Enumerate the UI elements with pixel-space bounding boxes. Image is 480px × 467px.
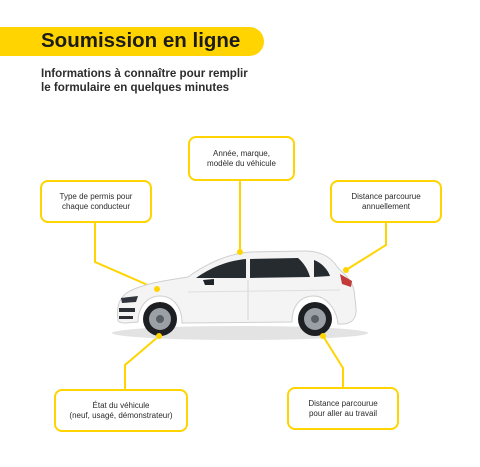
callout-vehicle-model: Année, marque, modèle du véhicule (188, 136, 295, 181)
connector-dots (154, 249, 349, 339)
callout-annual-distance: Distance parcourue annuellement (330, 180, 442, 223)
callout-license-type-line-1: Type de permis pour (59, 191, 133, 201)
subtitle-line-2: le formulaire en quelques minutes (41, 81, 230, 94)
title-banner (0, 27, 264, 56)
car-illustration (112, 250, 368, 340)
connector-annual (345, 221, 387, 271)
callout-work-distance-line-2: pour aller au travail (308, 408, 378, 418)
connector-condition (124, 335, 160, 391)
callout-license-type-line-2: chaque conducteur (61, 201, 131, 211)
subtitle-line-1: Informations à connaître pour remplir (41, 67, 248, 80)
callout-annual-distance-line-2: annuellement (361, 201, 411, 211)
callout-license-type: Type de permis pour chaque conducteur (40, 180, 152, 223)
connector-license (94, 221, 158, 290)
connector-lines (94, 179, 387, 391)
callout-vehicle-condition-line-2: (neuf, usagé, démonstrateur) (69, 410, 173, 420)
page-subtitle: Informations à connaître pour remplir le… (41, 67, 301, 95)
dot-annual (343, 267, 349, 273)
dot-model (237, 249, 243, 255)
callout-work-distance: Distance parcourue pour aller au travail (287, 387, 399, 430)
callout-annual-distance-line-1: Distance parcourue (351, 191, 421, 201)
callout-vehicle-condition-line-1: État du véhicule (92, 400, 150, 410)
callout-vehicle-condition: État du véhicule (neuf, usagé, démonstra… (54, 389, 188, 432)
callout-vehicle-model-line-2: modèle du véhicule (207, 158, 276, 168)
page-title: Soumission en ligne (41, 29, 241, 52)
callout-work-distance-line-1: Distance parcourue (308, 398, 378, 408)
dot-work (320, 333, 326, 339)
dot-license (154, 286, 160, 292)
connector-work (322, 335, 344, 389)
dot-condition (156, 333, 162, 339)
callout-vehicle-model-line-1: Année, marque, (213, 148, 270, 158)
